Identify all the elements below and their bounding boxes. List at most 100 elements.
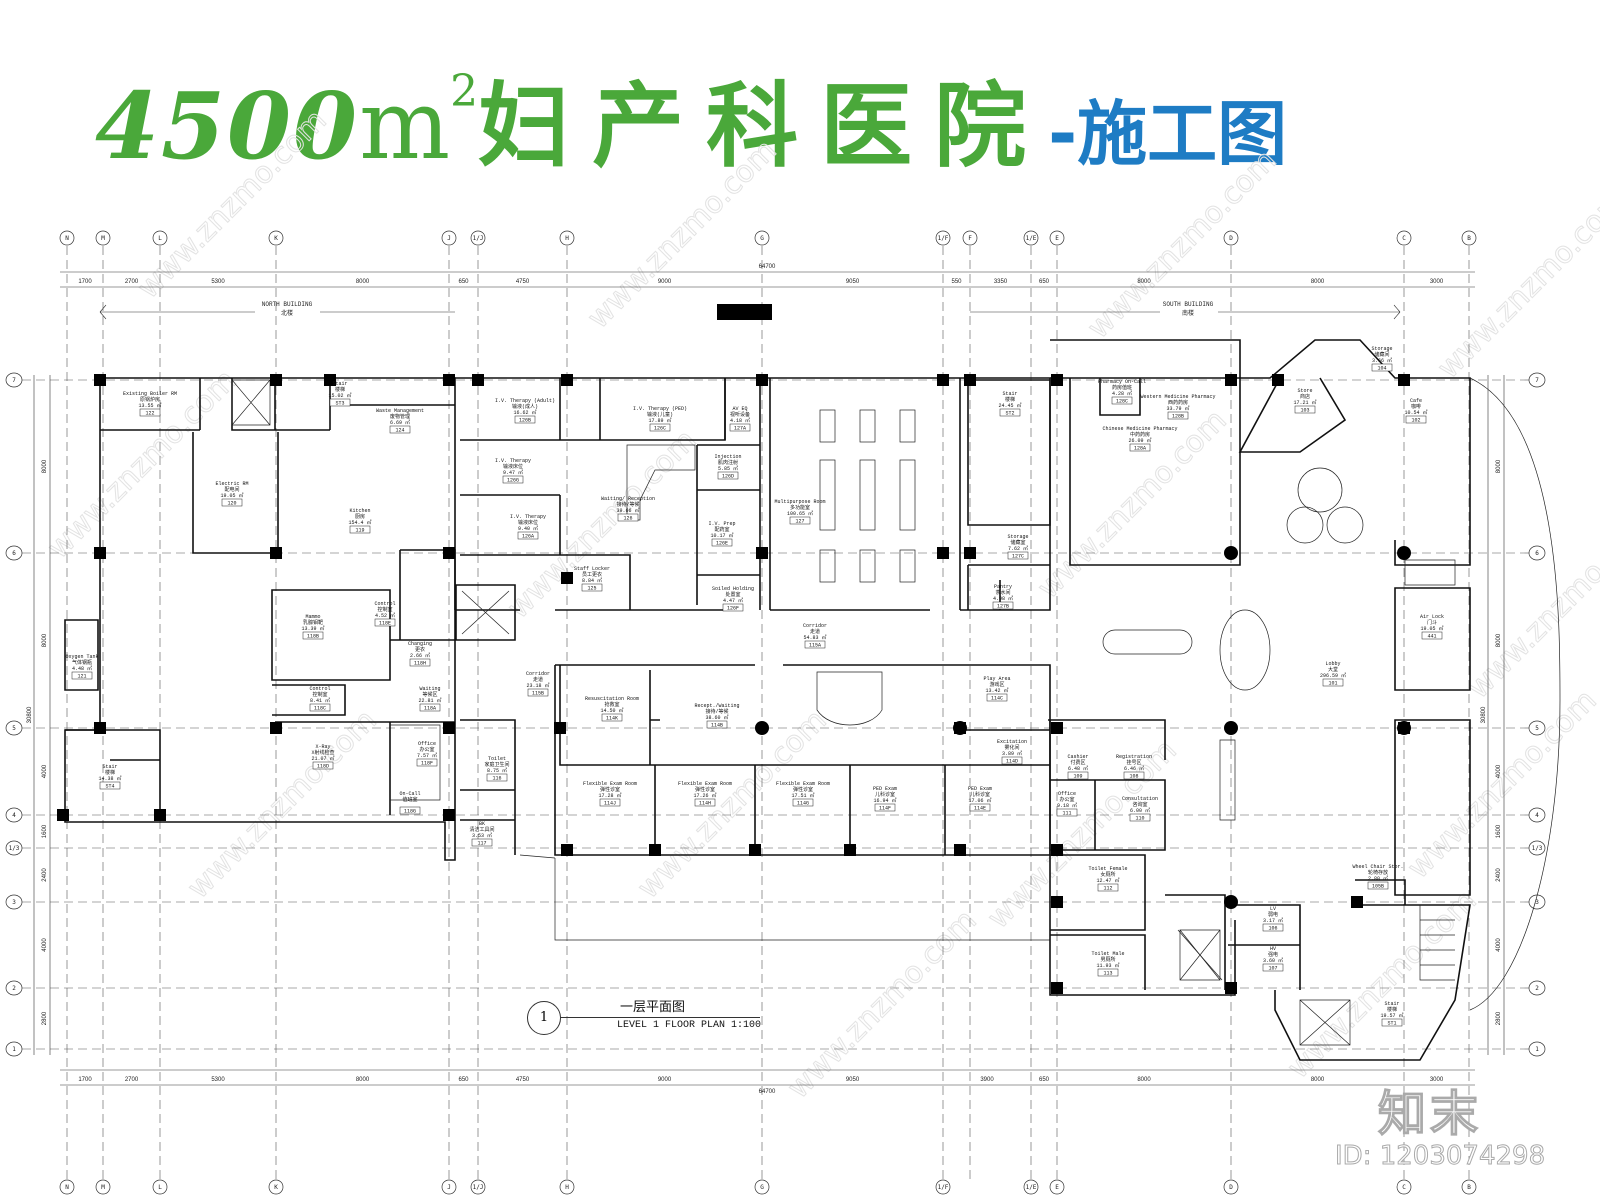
room-number-box <box>514 415 536 424</box>
room-name-cn: 更衣 <box>415 646 425 653</box>
grid-label-bottom: M <box>101 1184 105 1191</box>
room-area: 17.26 ㎡ <box>693 792 716 799</box>
room-name-cn: 走道 <box>810 628 820 635</box>
room-number-box <box>399 806 421 815</box>
room-area: 3.89 ㎡ <box>1002 750 1022 757</box>
column <box>1051 982 1063 994</box>
room-area: 19.05 ㎡ <box>1420 625 1443 632</box>
room-number: 127 <box>795 519 804 525</box>
total-width-label: 64700 <box>759 1089 776 1095</box>
room-area: 15.02 ㎡ <box>328 392 351 399</box>
room-name-en: Air Lock <box>1420 614 1444 620</box>
room-number-box <box>706 720 728 729</box>
structural-columns <box>57 374 1411 994</box>
grid-label-top: B <box>1467 235 1471 242</box>
column <box>1051 722 1063 734</box>
room-number-box <box>374 618 396 627</box>
room-area: 2.80 ㎡ <box>1368 875 1388 882</box>
grid-label-top: D <box>1229 235 1233 242</box>
dimension-label: 8000 <box>1137 1077 1151 1083</box>
column <box>964 374 976 386</box>
dimension-label: 650 <box>1039 1077 1050 1083</box>
room-number: 114K <box>606 716 618 722</box>
room-name-cn: 配电间 <box>224 486 239 493</box>
column <box>749 844 761 856</box>
room-name-en: Chinese Medicine Pharmacy <box>1102 426 1177 432</box>
room-name-en: Flexible Exam Room <box>583 781 637 787</box>
dimension-label: 4000 <box>42 764 48 778</box>
column <box>443 374 455 386</box>
grid-bubble-bottom <box>59 1179 75 1195</box>
grid-bubble-top <box>754 230 770 246</box>
room-name-cn: 输液(儿童) <box>647 411 673 418</box>
room-number-box <box>502 475 524 484</box>
room-name-en: Corridor <box>526 671 550 677</box>
grid-bubble-side <box>5 545 23 561</box>
room-name-en: Control <box>374 601 395 607</box>
room-number-box <box>969 803 991 812</box>
room-number-box <box>1007 551 1029 560</box>
room-name-en: Waiting <box>419 686 440 692</box>
room-number-box <box>986 693 1008 702</box>
room-area: 17.89 ㎡ <box>648 417 671 424</box>
total-width-label: 64700 <box>759 264 776 270</box>
room-number-box <box>409 658 431 667</box>
room-name-en: On-Call <box>399 791 420 797</box>
room-number: ST2 <box>1005 411 1014 417</box>
watermark-text: www.znzmo.com <box>1431 183 1600 386</box>
dimension-label: 8000 <box>42 459 48 473</box>
room-name-cn: 输液床位 <box>518 519 538 526</box>
round-column <box>1224 721 1238 735</box>
room-name-cn: 楼梯 <box>1005 396 1015 403</box>
watermark-text: www.znzmo.com <box>181 703 384 906</box>
room-name-en: Injection <box>714 454 741 460</box>
column <box>1225 982 1237 994</box>
grid-bubble-bottom <box>935 1179 951 1195</box>
room-number-box <box>694 798 716 807</box>
dimension-label: 8000 <box>1137 279 1151 285</box>
room-number-box <box>471 838 493 847</box>
room-name-cn: 弱电 <box>1268 911 1278 918</box>
room-name-en: Control <box>309 686 330 692</box>
room-number-box <box>599 798 621 807</box>
room-area: 3.53 ㎡ <box>472 832 492 839</box>
room-area: 17.51 ㎡ <box>791 792 814 799</box>
room-name-cn: 员工更衣 <box>582 571 602 578</box>
room-name-cn: 抢救室 <box>604 701 619 708</box>
column <box>649 844 661 856</box>
room-name-cn: 储藏间 <box>1374 351 1389 358</box>
room-number-box <box>1262 963 1284 972</box>
dimension-label: 4750 <box>516 1077 530 1083</box>
room-number: 118G <box>404 809 416 815</box>
room-number: 114J <box>604 801 616 807</box>
room-area: 4.48 ㎡ <box>72 665 92 672</box>
grid-bubble-side <box>1528 372 1546 388</box>
room-name-cn: 视听设备 <box>730 411 750 418</box>
grid-label-side: 4 <box>1535 812 1539 819</box>
room-name-cn: 乳腺钼靶 <box>303 619 323 626</box>
room-number-box <box>312 761 334 770</box>
room-name-cn: 楼梯 <box>335 386 345 393</box>
room-number-box <box>1129 813 1151 822</box>
table <box>819 549 836 583</box>
room-area: 4.18 ㎡ <box>730 417 750 424</box>
column <box>554 722 566 734</box>
room-name-cn: 咨询室 <box>1132 801 1147 808</box>
table <box>859 549 876 583</box>
room-number: 116 <box>492 776 501 782</box>
grid-label-top: E <box>1055 235 1059 242</box>
room-number: 101 <box>1328 681 1337 687</box>
grid-bubble-side <box>5 1041 23 1057</box>
